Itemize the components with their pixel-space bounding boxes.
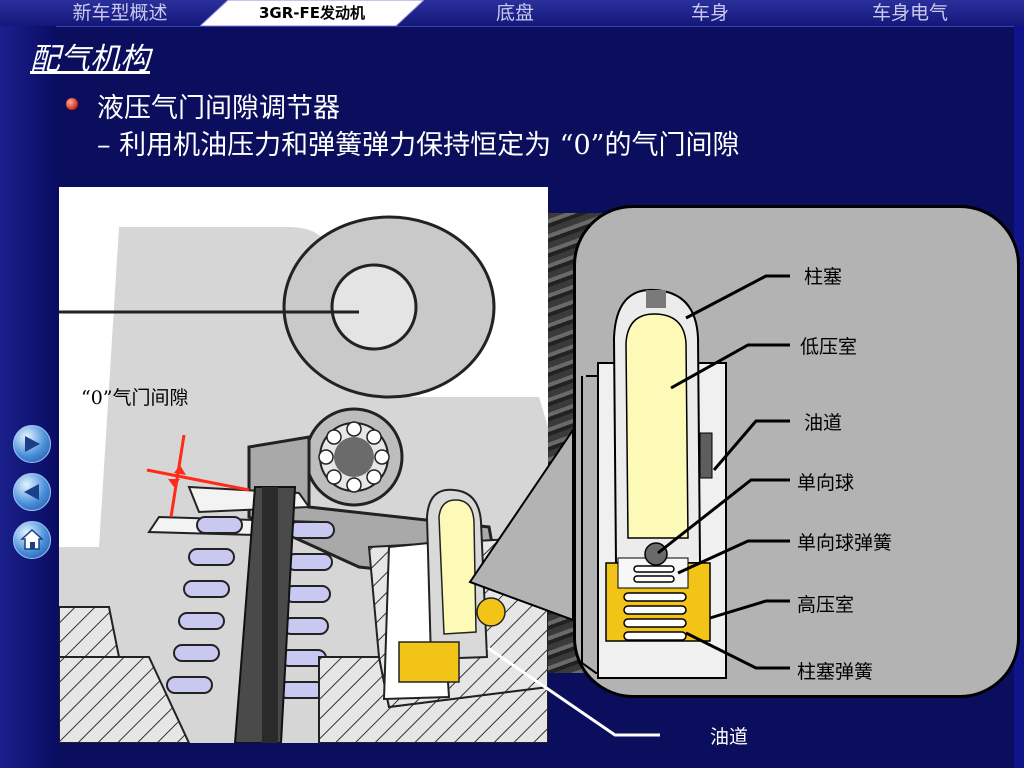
nav-item-engine-label: 3GR-FE发动机 <box>258 4 366 22</box>
bullet-main-text: 液压气门间隙调节器 <box>97 93 340 124</box>
nav-item-chassis[interactable]: 底盘 <box>495 2 534 24</box>
left-decorative-bar <box>0 26 56 768</box>
active-tab-shape <box>200 0 424 26</box>
forward-arrow-icon <box>25 436 40 452</box>
bullet-icon <box>66 98 78 110</box>
callout-label-check-ball: 单向球 <box>797 472 855 494</box>
top-nav-bar: 新车型概述 3GR-FE发动机 底盘 车身 车身电气 <box>0 0 1024 27</box>
hla-cross-section <box>581 274 790 679</box>
callout-label-oil-passage: 油道 <box>804 412 843 434</box>
zero-clearance-label: “0”气门间隙 <box>81 387 189 409</box>
home-button[interactable] <box>13 521 51 559</box>
nav-item-body-electrical[interactable]: 车身电气 <box>871 2 948 24</box>
callout-label-plunger: 柱塞 <box>804 266 843 288</box>
home-icon <box>20 528 44 550</box>
back-arrow-icon <box>24 484 39 500</box>
nav-item-new-model-overview[interactable]: 新车型概述 <box>72 2 168 24</box>
callout-label-plunger-spring: 柱塞弹簧 <box>797 661 874 683</box>
page-title: 配气机构 <box>30 42 150 77</box>
callout-label-high-pressure-chamber: 高压室 <box>797 594 855 616</box>
back-button[interactable] <box>13 473 51 511</box>
nav-item-engine[interactable]: 3GR-FE发动机 <box>200 0 424 26</box>
bullet-sub-text: – 利用机油压力和弹簧弹力保持恒定为 “0”的气门间隙 <box>97 130 740 161</box>
forward-button[interactable] <box>13 425 51 463</box>
callout-label-low-pressure-chamber: 低压室 <box>800 336 858 358</box>
callout-label-check-ball-spring: 单向球弹簧 <box>797 532 893 554</box>
oil-passage-label: 油道 <box>710 726 749 748</box>
nav-item-body[interactable]: 车身 <box>690 2 729 24</box>
hla-callout-panel: 柱塞 低压室 油道 单向球 单向球弹簧 高压室 柱塞弹簧 <box>573 205 1020 698</box>
